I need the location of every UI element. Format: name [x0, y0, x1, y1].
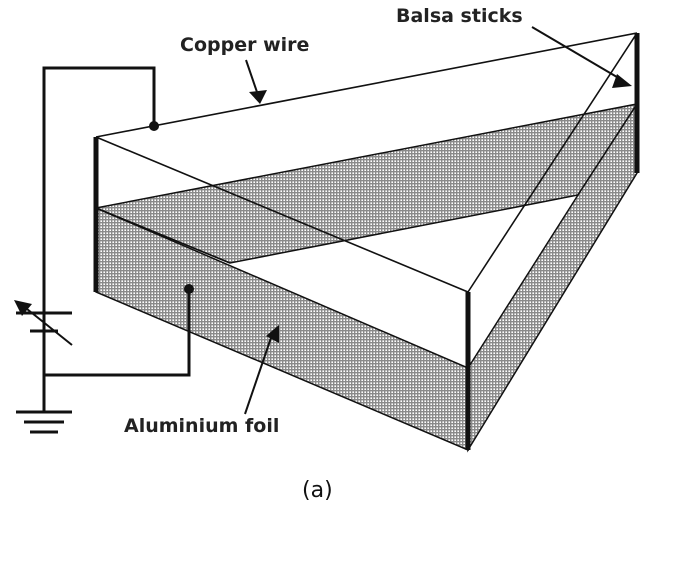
wire-to-foil — [44, 289, 191, 377]
wire-to-copper — [42, 66, 156, 330]
copper-contact-dot — [149, 121, 159, 131]
balsa-sticks-label: Balsa sticks — [396, 5, 523, 27]
aluminium-foil-arrow — [244, 325, 279, 415]
balsa-sticks-arrow — [531, 26, 632, 88]
copper-wire-label: Copper wire — [180, 34, 309, 56]
frame-top-left-front — [95, 136, 469, 293]
copper-wire-arrow — [245, 59, 267, 104]
foil-contact-dot — [184, 284, 194, 294]
frame-top-right-front — [467, 32, 638, 293]
figure-caption: (a) — [302, 478, 333, 503]
copper-wire-top-edge — [95, 32, 638, 138]
foil-inner-edge — [95, 207, 231, 264]
variable-voltage-source-icon — [14, 300, 73, 346]
ground-icon — [16, 410, 72, 434]
aluminium-foil-label: Aluminium foil — [124, 415, 279, 437]
